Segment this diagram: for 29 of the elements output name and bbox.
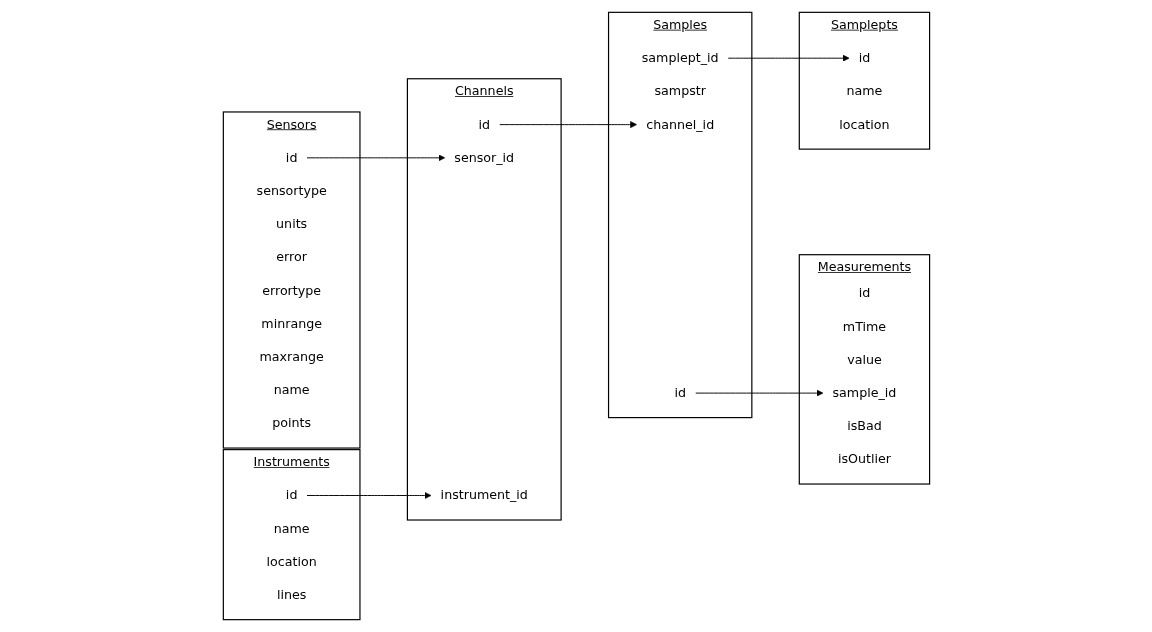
node-text: location — [838, 116, 890, 132]
node-text: id — [673, 385, 686, 401]
node-text: units — [275, 216, 307, 232]
node-text: id — [858, 50, 870, 66]
node-text: maxrange — [259, 349, 324, 365]
node-text: sensor_id — [453, 149, 514, 165]
node-text: points — [271, 415, 311, 431]
node-text: id — [478, 116, 490, 132]
node-text: instrument_id — [440, 487, 528, 503]
node-text: channel_id — [645, 116, 714, 132]
node-text: location — [266, 554, 317, 570]
node-text: name — [273, 382, 310, 398]
node-text: isOutlier — [837, 451, 891, 467]
node-text: minrange — [260, 315, 322, 332]
node-text: isBad — [846, 418, 882, 434]
node-text: mTime — [842, 318, 886, 334]
node-text: value — [846, 351, 882, 367]
node-text: sample_id — [832, 385, 896, 401]
node-text: id — [858, 285, 870, 301]
node-text: errortype — [261, 282, 321, 298]
node-text: id — [285, 487, 297, 503]
node-text: error — [275, 249, 307, 265]
node-text: name — [273, 520, 310, 536]
node-text: name — [846, 83, 882, 99]
node-text: lines — [276, 587, 306, 603]
node-text: samplept_id — [641, 50, 719, 66]
node-text: id — [285, 149, 297, 165]
node-text: sensortype — [256, 183, 327, 199]
node-text: sampstr — [654, 83, 706, 99]
